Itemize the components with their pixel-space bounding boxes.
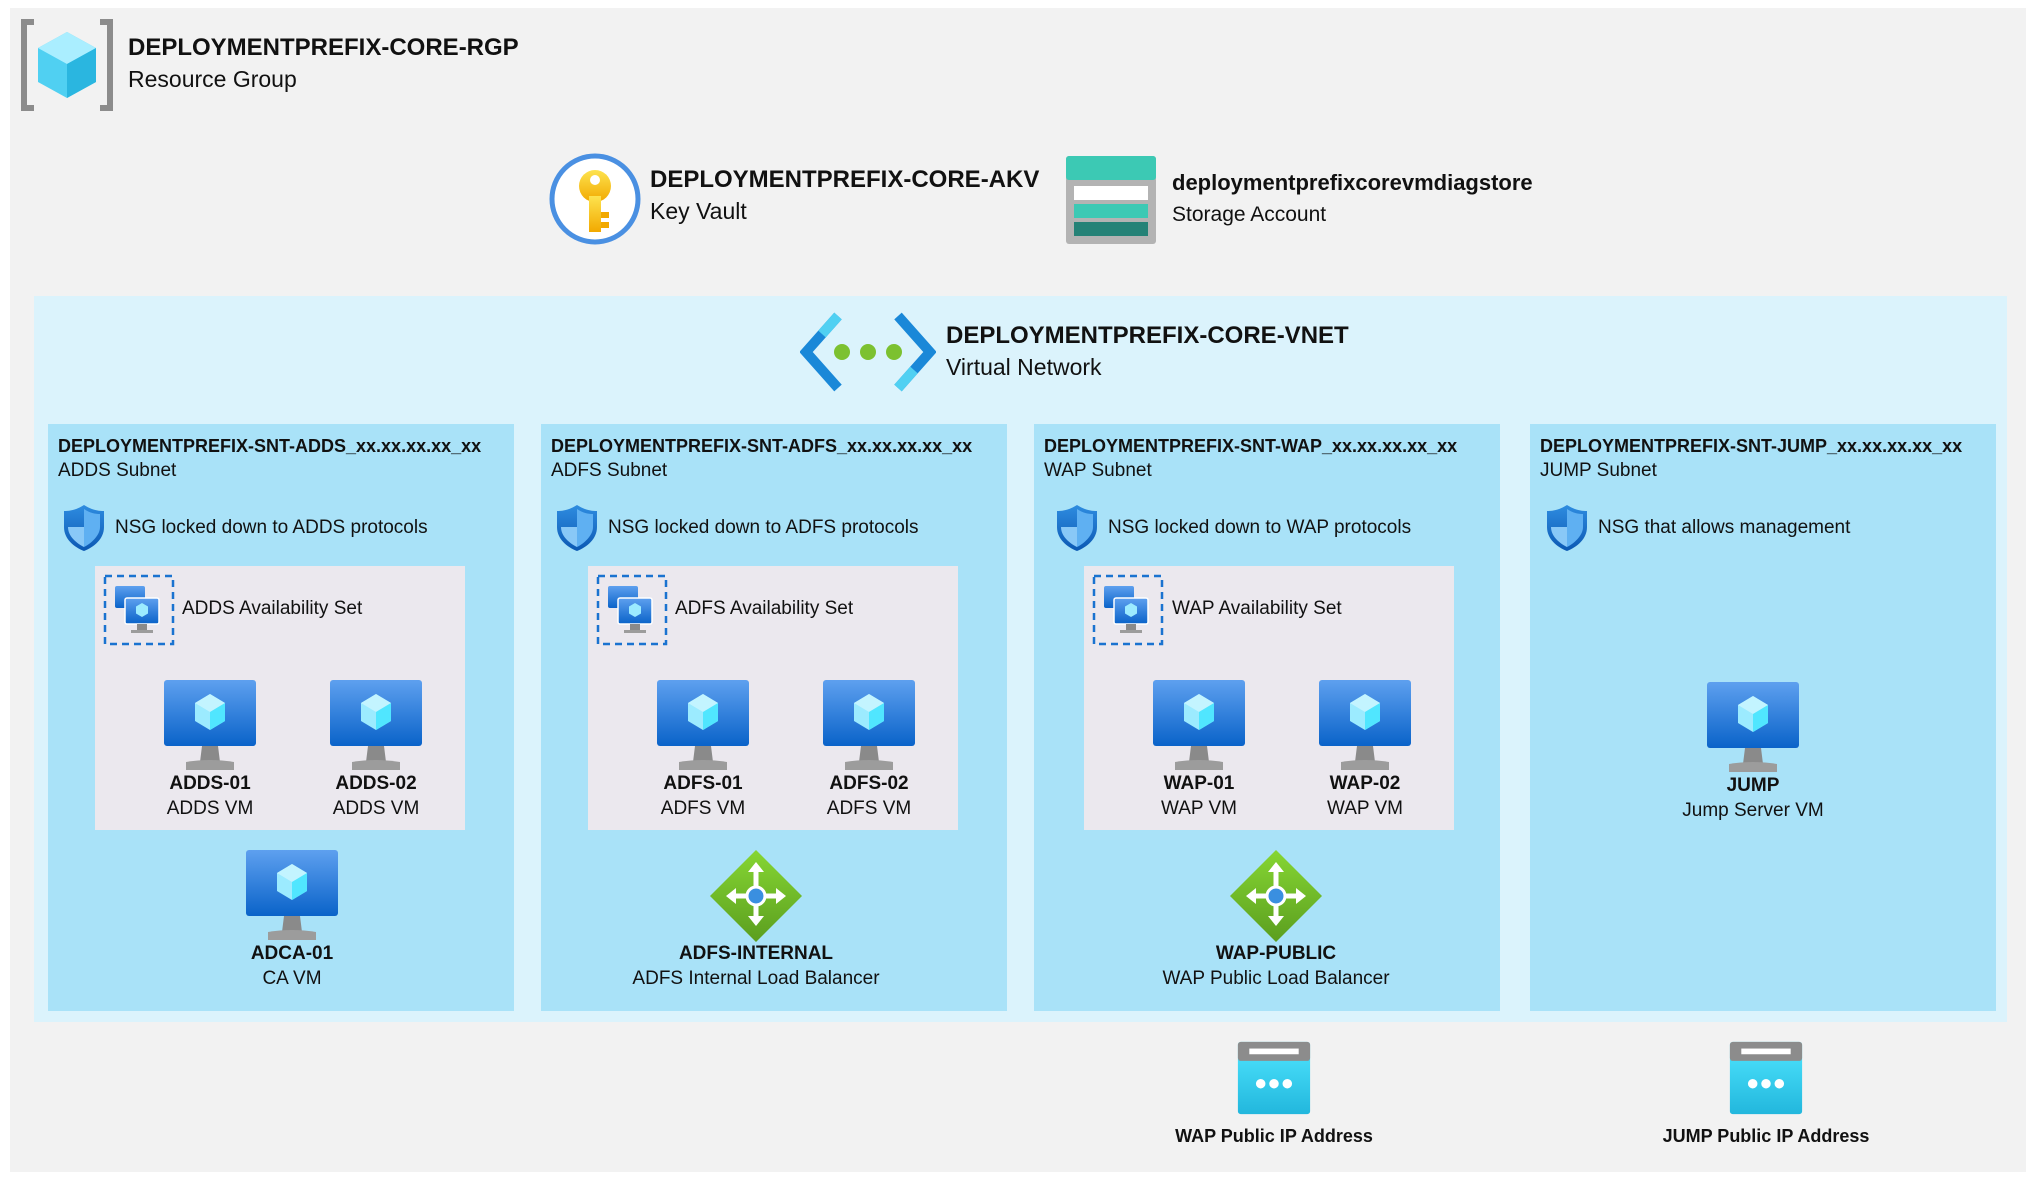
wap-public-ip-label: WAP Public IP Address xyxy=(1175,1126,1373,1146)
nsg-adds-label: NSG locked down to ADDS protocols xyxy=(115,517,428,538)
vm-wap-01-desc: WAP VM xyxy=(1160,798,1237,819)
vm-adds-02-name: ADDS-02 xyxy=(335,773,417,794)
virtual-machine-icon xyxy=(1317,678,1413,774)
virtual-machine-icon xyxy=(244,848,340,944)
nsg-wap-label: NSG locked down to WAP protocols xyxy=(1108,517,1412,538)
vnet-type: Virtual Network xyxy=(946,354,1102,380)
vm-adds-01-name: ADDS-01 xyxy=(169,773,251,794)
nsg-shield-icon xyxy=(1055,503,1099,553)
virtual-machine-icon xyxy=(1705,680,1801,776)
jump-public-ip-label: JUMP Public IP Address xyxy=(1662,1126,1870,1146)
vm-wap-02-desc: WAP VM xyxy=(1326,798,1403,819)
key-vault-name: DEPLOYMENTPREFIX-CORE-AKV xyxy=(650,166,1040,193)
nsg-jump-label: NSG that allows management xyxy=(1598,517,1851,538)
vm-adfs-02-name: ADFS-02 xyxy=(829,773,909,794)
nsg-adfs-label: NSG locked down to ADFS protocols xyxy=(608,517,919,538)
lb-wap-public-name: WAP-PUBLIC xyxy=(1215,943,1337,964)
availability-set-icon xyxy=(1092,574,1164,646)
subnet-adfs-name: DEPLOYMENTPREFIX-SNT-ADFS_xx.xx.xx.xx_xx xyxy=(551,436,973,456)
availability-set-icon xyxy=(596,574,668,646)
nsg-shield-icon xyxy=(555,503,599,553)
vm-adfs-01-desc: ADFS VM xyxy=(660,798,746,819)
resource-group-icon xyxy=(20,18,114,112)
vm-adds-01-desc: ADDS VM xyxy=(166,798,254,819)
lb-wap-public-desc: WAP Public Load Balancer xyxy=(1162,968,1390,989)
vm-wap-02-name: WAP-02 xyxy=(1329,773,1401,794)
subnet-adfs-type: ADFS Subnet xyxy=(551,460,668,481)
vm-adca-01-desc: CA VM xyxy=(262,968,322,989)
lb-adfs-internal-name: ADFS-INTERNAL xyxy=(678,943,834,964)
virtual-machine-icon xyxy=(328,678,424,774)
availability-set-icon xyxy=(103,574,175,646)
key-vault-type: Key Vault xyxy=(650,198,747,224)
subnet-adds-name: DEPLOYMENTPREFIX-SNT-ADDS_xx.xx.xx.xx_xx xyxy=(58,436,482,456)
vnet-name: DEPLOYMENTPREFIX-CORE-VNET xyxy=(946,322,1349,349)
virtual-machine-icon xyxy=(821,678,917,774)
nsg-shield-icon xyxy=(1545,503,1589,553)
resource-group-name: DEPLOYMENTPREFIX-CORE-RGP xyxy=(128,34,519,61)
lb-adfs-internal-desc: ADFS Internal Load Balancer xyxy=(632,968,880,989)
load-balancer-icon xyxy=(1228,848,1324,944)
public-ip-icon xyxy=(1728,1040,1804,1116)
vm-wap-01-name: WAP-01 xyxy=(1163,773,1235,794)
resource-group-type: Resource Group xyxy=(128,66,297,92)
virtual-machine-icon xyxy=(655,678,751,774)
vm-adfs-02-desc: ADFS VM xyxy=(826,798,912,819)
subnet-wap-type: WAP Subnet xyxy=(1044,460,1152,481)
public-ip-icon xyxy=(1236,1040,1312,1116)
nsg-shield-icon xyxy=(62,503,106,553)
vm-adfs-01-name: ADFS-01 xyxy=(663,773,743,794)
storage-account-type: Storage Account xyxy=(1172,203,1327,226)
key-vault-icon xyxy=(548,152,642,246)
vm-jump-name: JUMP xyxy=(1726,775,1780,796)
subnet-wap-name: DEPLOYMENTPREFIX-SNT-WAP_xx.xx.xx.xx_xx xyxy=(1044,436,1458,456)
virtual-network-icon xyxy=(800,312,936,392)
availability-set-adfs-label: ADFS Availability Set xyxy=(675,598,854,619)
load-balancer-icon xyxy=(708,848,804,944)
virtual-machine-icon xyxy=(162,678,258,774)
subnet-jump-name: DEPLOYMENTPREFIX-SNT-JUMP_xx.xx.xx.xx_xx xyxy=(1540,436,1963,456)
vm-adca-01-name: ADCA-01 xyxy=(250,943,334,964)
vm-adds-02-desc: ADDS VM xyxy=(332,798,420,819)
availability-set-wap-label: WAP Availability Set xyxy=(1172,598,1342,619)
virtual-machine-icon xyxy=(1151,678,1247,774)
subnet-adds-type: ADDS Subnet xyxy=(58,460,177,481)
vm-jump-desc: Jump Server VM xyxy=(1682,800,1824,821)
storage-account-icon xyxy=(1064,154,1158,246)
availability-set-adds-label: ADDS Availability Set xyxy=(182,598,363,619)
subnet-jump-type: JUMP Subnet xyxy=(1540,460,1657,481)
storage-account-name: deploymentprefixcorevmdiagstore xyxy=(1172,170,1533,195)
